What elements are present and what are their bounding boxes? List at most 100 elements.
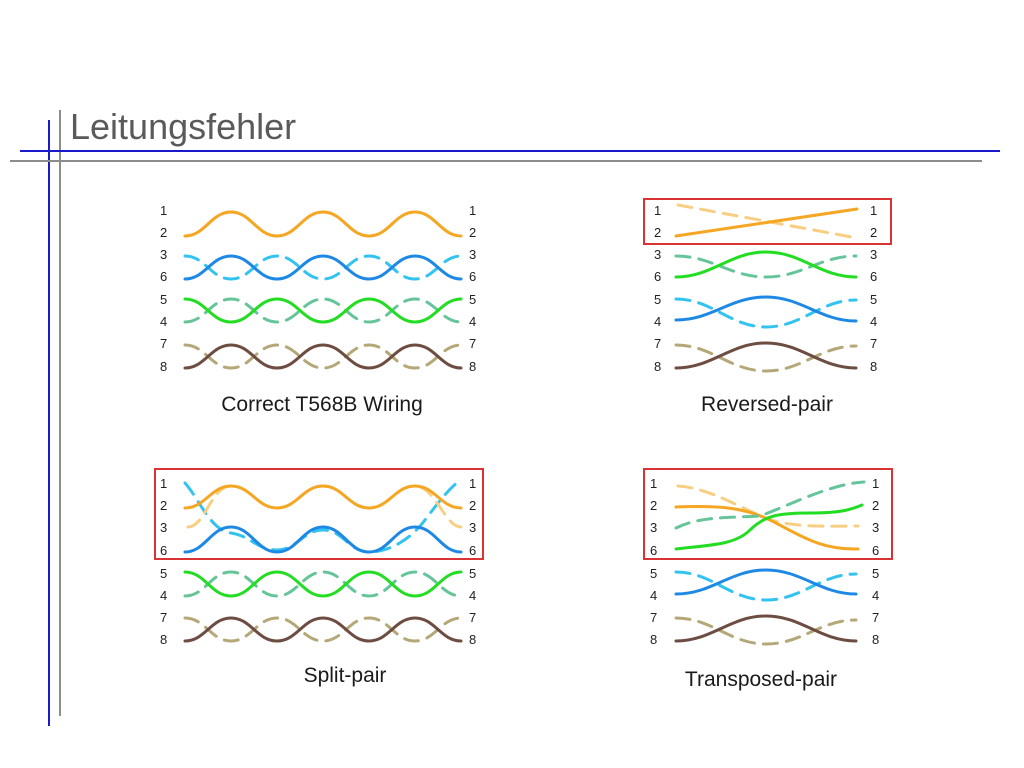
- pin-label: 8: [469, 359, 476, 374]
- wire-solid: [183, 525, 463, 554]
- pin-label: 1: [654, 203, 661, 218]
- pin-label: 8: [469, 632, 476, 647]
- wire-solid: [183, 484, 463, 510]
- pin-label: 5: [469, 292, 476, 307]
- pin-label: 1: [469, 476, 476, 491]
- pin-label: 3: [469, 247, 476, 262]
- pins-left: 1 2 3 6 5 4 7 8: [160, 476, 167, 647]
- pin-label: 8: [654, 359, 661, 374]
- pins-left: 1 2 3 6 5 4 7 8: [654, 203, 661, 374]
- pin-label: 4: [160, 314, 167, 329]
- wire-dashed: [674, 616, 858, 646]
- wire-dashed: [183, 210, 463, 238]
- wire-dashed: [183, 297, 463, 324]
- pin-label: 7: [654, 336, 661, 351]
- panel-transposed-pair: 1 2 3 6 5 4 7 8 1 2 3 6 5 4 7 8: [643, 468, 893, 691]
- pin-label: 2: [469, 498, 476, 513]
- pin-label: 2: [872, 498, 879, 513]
- pin-label: 7: [160, 336, 167, 351]
- wire-solid: [183, 297, 463, 324]
- pin-label: 8: [872, 632, 879, 647]
- pin-label: 8: [870, 359, 877, 374]
- wire-solid: [674, 568, 858, 596]
- pin-label: 3: [469, 520, 476, 535]
- pins-right: 1 2 3 6 5 4 7 8: [872, 476, 879, 647]
- wire-dashed: [183, 570, 463, 598]
- pin-label: 4: [160, 588, 167, 603]
- pin-label: 2: [654, 225, 661, 240]
- pin-label: 2: [160, 225, 167, 240]
- horizontal-rule-blue: [20, 150, 1000, 152]
- highlight-box: [643, 468, 893, 560]
- pin-label: 8: [650, 632, 657, 647]
- wire-solid: [183, 570, 463, 598]
- pin-label: 6: [870, 269, 877, 284]
- pins-right: 1 2 3 6 5 4 7 8: [469, 476, 476, 647]
- pin-label: 3: [870, 247, 877, 262]
- pin-label: 2: [650, 498, 657, 513]
- pin-label: 1: [872, 476, 879, 491]
- wire-dashed: [183, 616, 463, 643]
- wire-dashed: [183, 480, 460, 554]
- pin-label: 4: [870, 314, 877, 329]
- pin-label: 5: [160, 292, 167, 307]
- pin-label: 3: [160, 520, 167, 535]
- vertical-rule-gray: [59, 110, 61, 716]
- pin-label: 3: [160, 247, 167, 262]
- wire-solid: [183, 210, 463, 238]
- pin-label: 2: [160, 498, 167, 513]
- horizontal-rule-gray: [10, 160, 982, 162]
- pin-label: 7: [160, 610, 167, 625]
- pin-label: 5: [872, 566, 879, 581]
- pin-label: 4: [469, 314, 476, 329]
- panel-reversed-pair: 1 2 3 6 5 4 7 8 1 2 3 6 5 4 7 8: [643, 198, 892, 416]
- highlight-box: [643, 198, 892, 245]
- pin-label: 7: [870, 336, 877, 351]
- wire-solid: [183, 616, 463, 643]
- pin-label: 1: [160, 203, 167, 218]
- pin-label: 7: [650, 610, 657, 625]
- pins-left: 1 2 3 6 5 4 7 8: [160, 203, 167, 374]
- wire-solid: [183, 343, 463, 370]
- pin-label: 1: [160, 476, 167, 491]
- wire-solid: [674, 614, 858, 643]
- wire-solid: [183, 254, 463, 281]
- wire-solid: [674, 341, 858, 370]
- panel-caption: Split-pair: [304, 664, 387, 687]
- wire-solid: [674, 207, 859, 238]
- pin-label: 3: [654, 247, 661, 262]
- pin-label: 8: [160, 359, 167, 374]
- pin-label: 7: [469, 336, 476, 351]
- pin-label: 4: [650, 588, 657, 603]
- pin-label: 1: [650, 476, 657, 491]
- wire-dashed: [186, 484, 463, 529]
- slide-title: Leitungsfehler: [70, 106, 297, 147]
- pin-label: 5: [650, 566, 657, 581]
- pin-label: 4: [872, 588, 879, 603]
- wire-solid: [674, 503, 864, 551]
- pin-label: 6: [654, 269, 661, 284]
- wire-dashed: [183, 343, 463, 370]
- pin-label: 6: [872, 543, 879, 558]
- pin-label: 6: [650, 543, 657, 558]
- wire-solid: [674, 504, 860, 551]
- highlight-box: [154, 468, 484, 560]
- wire-dashed: [674, 343, 858, 373]
- panel-correct: 1 2 3 6 5 4 7 8 1 2 3 6 5 4 7 8: [160, 203, 476, 416]
- pin-label: 1: [870, 203, 877, 218]
- pin-label: 6: [160, 543, 167, 558]
- wire-dashed: [674, 570, 858, 602]
- pin-label: 6: [160, 269, 167, 284]
- pin-label: 4: [654, 314, 661, 329]
- pins-left: 1 2 3 6 5 4 7 8: [650, 476, 657, 647]
- pin-label: 7: [469, 610, 476, 625]
- pin-label: 6: [469, 269, 476, 284]
- pin-label: 5: [469, 566, 476, 581]
- pin-label: 6: [469, 543, 476, 558]
- pin-label: 2: [870, 225, 877, 240]
- pin-label: 1: [469, 203, 476, 218]
- panel-split-pair: 1 2 3 6 5 4 7 8 1 2 3 6 5 4 7 8: [154, 468, 484, 687]
- vertical-rule-blue: [48, 120, 50, 726]
- pin-label: 4: [469, 588, 476, 603]
